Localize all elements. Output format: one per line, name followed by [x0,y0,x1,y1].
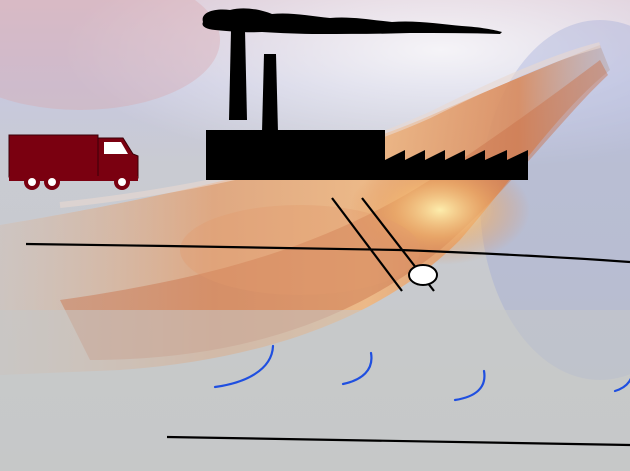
wheel-icon [44,174,60,190]
wheel-icon [24,174,40,190]
ripple-mark [453,369,486,402]
ripple-mark [213,344,275,389]
smokestack-plume [202,8,502,34]
ripple-mark [613,377,630,393]
wheel-icon [114,174,130,190]
factory-icon [206,30,528,180]
ripple-mark [341,351,373,386]
aquifer-bottom-line [166,435,630,447]
ripple-marks [213,344,630,402]
ground-surface-line [25,242,630,264]
truck-icon [8,134,139,190]
leak-bubble [408,264,438,286]
